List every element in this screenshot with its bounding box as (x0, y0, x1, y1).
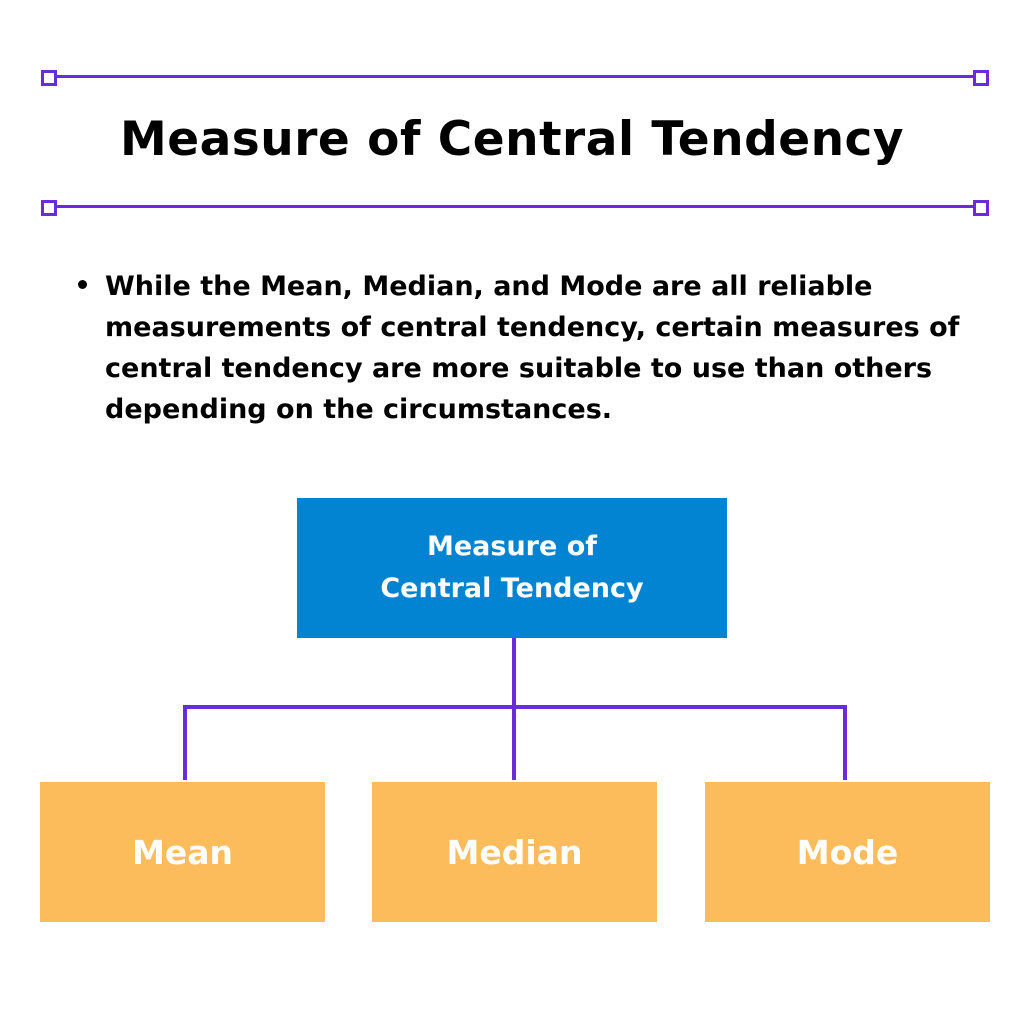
mean-node: Mean (40, 782, 325, 922)
median-connector (512, 705, 516, 780)
root-node: Measure of Central Tendency (297, 498, 727, 638)
mean-connector (183, 705, 187, 780)
mean-node-label: Mean (132, 832, 233, 872)
top-rule-left-handle (41, 70, 57, 86)
median-node-label: Median (446, 832, 583, 872)
bullet-icon (78, 280, 87, 289)
bottom-rule (48, 205, 980, 208)
bottom-rule-right-handle (973, 200, 989, 216)
mode-node-label: Mode (796, 832, 899, 872)
top-rule (48, 75, 980, 78)
root-connector (512, 638, 516, 708)
bottom-rule-left-handle (41, 200, 57, 216)
bullet-text: While the Mean, Median, and Mode are all… (105, 271, 960, 425)
mode-node: Mode (705, 782, 990, 922)
page-title: Measure of Central Tendency (119, 112, 905, 167)
root-node-line2: Central Tendency (380, 573, 644, 604)
mode-connector (843, 705, 847, 780)
median-node: Median (372, 782, 657, 922)
top-rule-right-handle (973, 70, 989, 86)
root-node-line1: Measure of (426, 531, 597, 562)
